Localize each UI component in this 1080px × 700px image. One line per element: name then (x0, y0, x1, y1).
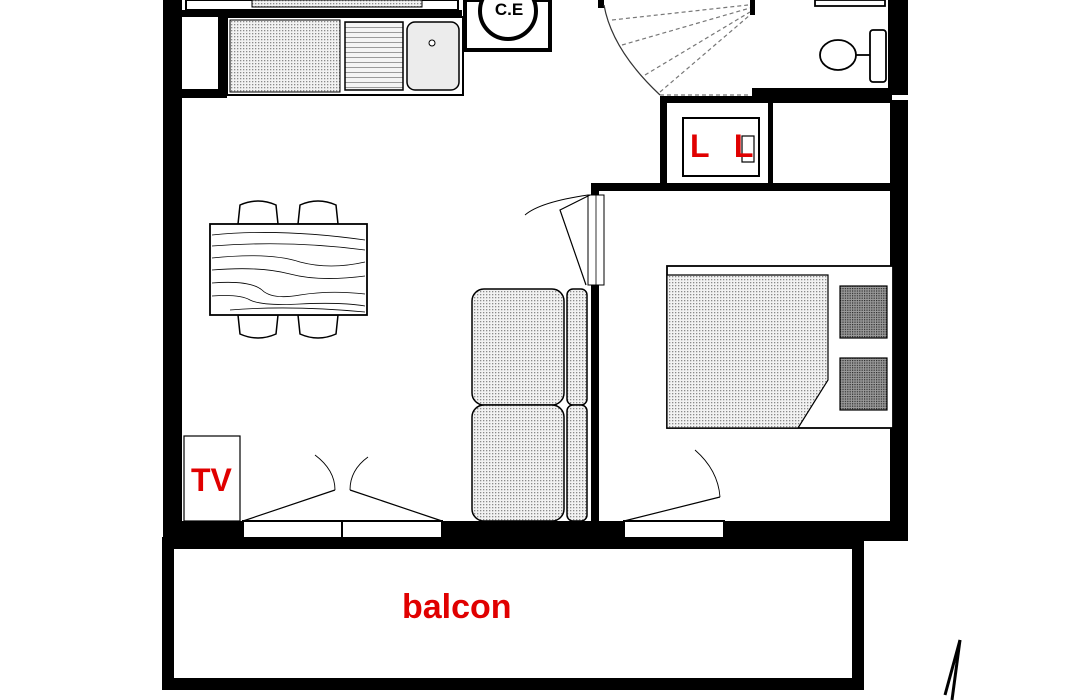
sofa-back-2 (566, 404, 588, 522)
stair-step-2 (644, 11, 751, 76)
chair-3 (237, 314, 279, 339)
dining-set (209, 200, 368, 339)
french-door-left-arc (314, 454, 336, 491)
stair-step-1 (621, 7, 751, 46)
wall-right (890, 100, 908, 541)
table-wood-grain (211, 232, 366, 313)
french-door-right-arc (349, 456, 369, 491)
sofa-seat-2 (471, 404, 565, 522)
wall-stair (598, 0, 604, 8)
wall-kitchen-top (182, 10, 462, 17)
wall-bedroom-left (591, 284, 599, 524)
wall-laundry-left (660, 96, 667, 186)
washing-machine-label: L L (690, 128, 762, 164)
wc-cabinet (814, 0, 886, 7)
wall-bedroom-top (591, 183, 891, 191)
french-door-left-leaf (242, 489, 336, 522)
sink-drainer (344, 21, 404, 91)
toilet-tank (869, 29, 887, 83)
washing-machine-control (741, 135, 755, 163)
bed (666, 265, 894, 429)
wall-laundry-top (660, 96, 892, 103)
stair-step-3 (659, 14, 751, 93)
water-heater-circle (478, 0, 538, 41)
sofa (471, 288, 588, 522)
toilet-bowl (819, 39, 857, 71)
chair-4 (297, 314, 339, 339)
kitchen-hob (229, 19, 341, 93)
wall-kitchen-stub (182, 89, 227, 98)
sofa-back-1 (566, 288, 588, 406)
wall-kitchen-stub-v (218, 15, 227, 97)
chair-2 (297, 200, 339, 225)
tv-cabinet (183, 435, 241, 522)
pillow-2 (839, 357, 888, 411)
sofa-seat-1 (471, 288, 565, 406)
wall-wc-bottom (752, 88, 892, 96)
wall-bottom-right (724, 521, 908, 541)
bed-duvet (666, 274, 829, 429)
stair-outer-arc (603, 4, 661, 96)
bottom-right-stair (943, 639, 962, 700)
tv-label: TV (191, 462, 232, 498)
balcony (162, 537, 864, 690)
wall-wc-left (750, 0, 755, 15)
balcony-label: balcon (402, 588, 512, 626)
wall-right-top (888, 0, 908, 95)
wall-left (163, 0, 182, 540)
wall-laundry-divider (768, 96, 773, 186)
doors (242, 194, 721, 522)
french-door-right-leaf (349, 489, 443, 522)
dining-table (209, 223, 368, 316)
water-heater (463, 0, 552, 52)
chair-1 (237, 200, 279, 225)
bedroom-window-arc (694, 449, 721, 498)
wall-bottom-left (163, 521, 243, 541)
bedroom-door-arc (524, 194, 589, 216)
bedroom-window-leaf (623, 496, 721, 522)
sink-basin (406, 21, 460, 91)
walls (163, 0, 908, 542)
wall-bedroom-left-upper (591, 183, 599, 195)
bedroom-door-swing (559, 194, 591, 286)
wall-bottom-middle (442, 521, 624, 541)
stair-step-4 (611, 4, 749, 21)
kitchenette (226, 16, 464, 96)
balcony-outline (162, 537, 864, 690)
top-counter-inner (251, 0, 423, 8)
sink-drain (428, 39, 436, 47)
pillow-1 (839, 285, 888, 339)
spiral-staircase (603, 4, 751, 96)
wc (814, 0, 887, 83)
water-heater-label: C.E (494, 0, 524, 19)
washing-machine (682, 117, 760, 177)
